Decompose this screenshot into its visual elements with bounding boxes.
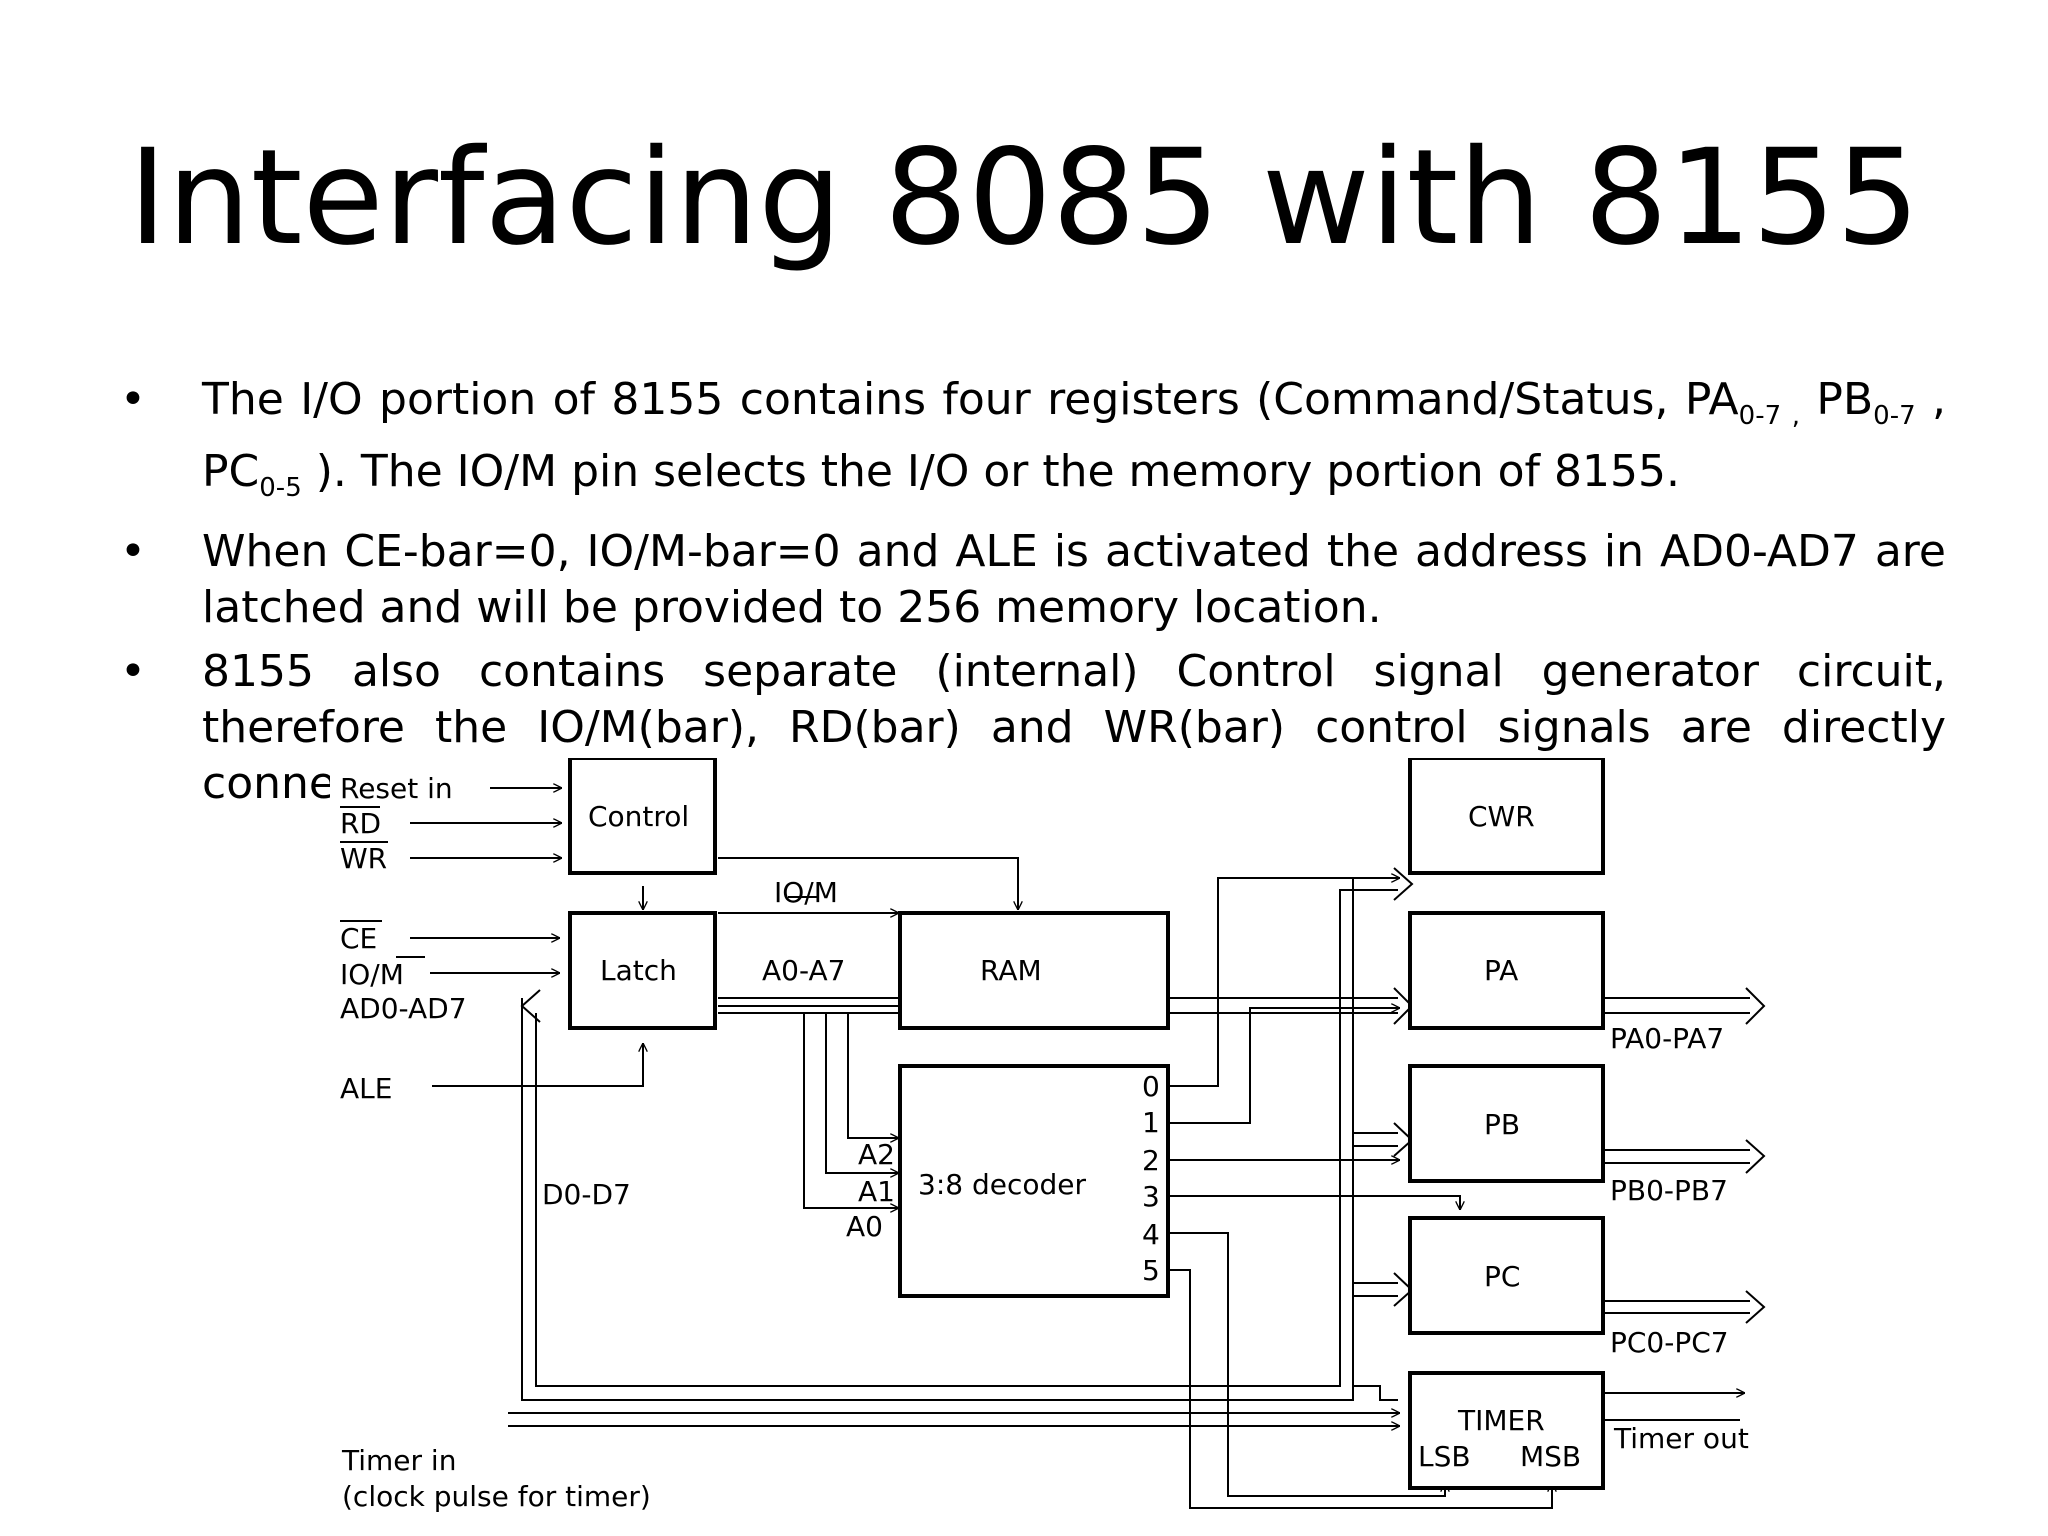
ram-block xyxy=(898,911,1170,1030)
pa-label: PA xyxy=(1484,954,1518,987)
subscript: 0-7 xyxy=(1873,400,1916,431)
latch-label: Latch xyxy=(600,954,677,987)
ad-bus-label: AD0-AD7 xyxy=(340,992,467,1025)
decoder-output-0: 0 xyxy=(1142,1070,1160,1103)
bullet-text-part: ). The IO/M pin selects the I/O or the m… xyxy=(301,445,1680,497)
a0-label: A0 xyxy=(846,1210,883,1243)
ce-label: CE xyxy=(340,922,377,955)
pc-block xyxy=(1408,1216,1605,1335)
io-m-signal-label: IO/M xyxy=(774,876,838,909)
wr-label: WR xyxy=(340,842,387,875)
timer-block xyxy=(1408,1371,1605,1490)
subscript: 0-7 , xyxy=(1738,400,1801,431)
timer-label: TIMER xyxy=(1457,1404,1545,1437)
ram-label: RAM xyxy=(980,954,1042,987)
decoder-output-3: 3 xyxy=(1142,1180,1160,1213)
rd-label: RD xyxy=(340,807,381,840)
a2-label: A2 xyxy=(858,1138,895,1171)
pa-port-label: PA0-PA7 xyxy=(1610,1022,1724,1055)
bullet-item: • When CE-bar=0, IO/M-bar=0 and ALE is a… xyxy=(120,524,1946,636)
subscript: 0-5 xyxy=(259,472,302,503)
pa-block xyxy=(1408,911,1605,1030)
decoder-label: 3:8 decoder xyxy=(918,1168,1086,1201)
control-label: Control xyxy=(588,800,689,833)
timer-in-label: Timer in xyxy=(341,1444,456,1477)
bullet-item: • The I/O portion of 8155 contains four … xyxy=(120,372,1946,516)
msb-label: MSB xyxy=(1520,1440,1581,1473)
slide-title: Interfacing 8085 with 8155 xyxy=(128,121,1920,275)
pb-port-label: PB0-PB7 xyxy=(1610,1174,1728,1207)
a1-label: A1 xyxy=(858,1175,895,1208)
decoder-output-1: 1 xyxy=(1142,1106,1160,1139)
pb-block xyxy=(1408,1064,1605,1183)
bullet-marker: • xyxy=(120,645,146,697)
bullet-list: • The I/O portion of 8155 contains four … xyxy=(120,372,1946,820)
bullet-text: 8155 also contains separate (internal) C… xyxy=(202,645,1946,809)
latch-block xyxy=(568,911,717,1030)
cwr-label: CWR xyxy=(1468,800,1535,833)
bullet-text: The I/O portion of 8155 contains four re… xyxy=(202,372,1946,516)
block-diagram-8155: Reset in RD WR CE IO/M AD0-AD7 ALE Timer… xyxy=(340,758,1766,1513)
bullet-marker: • xyxy=(120,374,146,425)
timer-in-note: (clock pulse for timer) xyxy=(342,1480,651,1513)
io-m-label: IO/M xyxy=(340,958,404,991)
reset-in-label: Reset in xyxy=(340,772,453,805)
pc-port-label: PC0-PC7 xyxy=(1610,1326,1729,1359)
bullet-text-part: , PC xyxy=(202,374,1946,497)
a0-a7-label: A0-A7 xyxy=(762,954,845,987)
ale-label: ALE xyxy=(340,1072,392,1105)
pb-label: PB xyxy=(1484,1108,1520,1141)
control-block xyxy=(568,758,717,875)
d0-d7-label: D0-D7 xyxy=(542,1178,631,1211)
lsb-label: LSB xyxy=(1418,1440,1471,1473)
bullet-text-part: The I/O portion of 8155 contains four re… xyxy=(202,374,1739,425)
decoder-output-4: 4 xyxy=(1142,1218,1160,1251)
timer-out-label: Timer out xyxy=(1613,1422,1749,1455)
bullet-text-part: PB xyxy=(1800,374,1874,425)
decoder-output-5: 5 xyxy=(1142,1254,1160,1287)
pc-label: PC xyxy=(1484,1260,1520,1293)
cwr-block xyxy=(1408,758,1605,875)
bullet-marker: • xyxy=(120,525,146,577)
bullet-text: When CE-bar=0, IO/M-bar=0 and ALE is act… xyxy=(202,525,1946,633)
bullet-item: • 8155 also contains separate (internal)… xyxy=(120,644,1946,812)
decoder-output-2: 2 xyxy=(1142,1144,1160,1177)
decoder-block xyxy=(898,1064,1170,1298)
